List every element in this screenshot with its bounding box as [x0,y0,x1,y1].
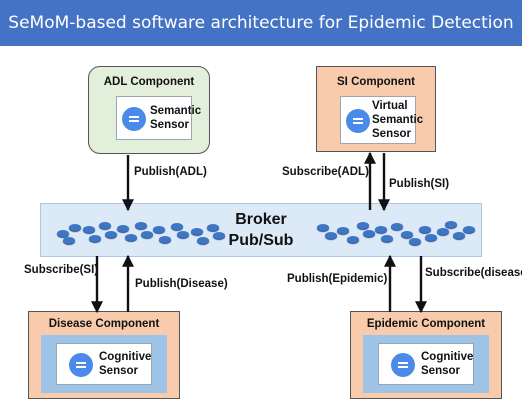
message-dot [57,230,69,237]
message-dot [419,226,431,233]
publish-si-label: Publish(SI) [389,178,450,190]
message-dot [409,238,421,245]
disease-cognitive-sensor: Cognitive Sensor [56,343,152,385]
message-dot [153,226,165,233]
si-virtual-semantic-sensor: Virtual Semantic Sensor [340,96,423,144]
publish-adl-label: Publish(ADL) [134,166,207,178]
adl-semantic-sensor: Semantic Sensor [116,96,201,140]
message-dot [317,224,329,231]
publish-disease-label: Publish(Disease) [135,278,228,290]
message-dot [437,228,449,235]
sensor-icon [391,353,415,377]
message-dot [337,227,349,234]
adl-component: ADL Component Semantic Sensor [88,66,210,154]
sensor-label-line: Sensor [99,365,138,377]
disease-inner-panel: Cognitive Sensor [41,335,167,393]
message-dot [99,222,111,229]
subscribe-adl-label: Subscribe(ADL) [282,166,369,178]
disease-component: Disease Component Cognitive Sensor [28,311,180,399]
si-component: SI Component Virtual Semantic Sensor [316,66,436,152]
message-dot [159,236,171,243]
sensor-label-line: Cognitive [421,351,474,363]
message-dot [63,237,75,244]
sensor-label-line: Virtual [372,100,408,112]
sensor-label-line: Cognitive [99,351,152,363]
broker-pubsub: Broker Pub/Sub [40,203,482,257]
message-dot [347,236,359,243]
pubsub-label: Pub/Sub [228,232,294,249]
message-dot [381,235,393,242]
sensor-label-line: Semantic [372,114,424,126]
message-dot [463,226,475,233]
epidemic-component: Epidemic Component Cognitive Sensor [350,311,502,399]
sensor-icon [122,107,146,131]
sensor-label-line: Semantic [150,105,202,117]
sensor-label-line: Sensor [150,119,189,131]
subscribe-disease-label: Subscribe(disease) [425,267,522,279]
message-dot [171,223,183,230]
sensor-icon [346,109,370,133]
message-dot [207,224,219,231]
message-dot [425,234,437,241]
publish-epidemic-label: Publish(Epidemic) [287,273,388,285]
message-dot [69,224,81,231]
subscribe-si-label: Subscribe(SI) [24,264,99,276]
message-dot [141,231,153,238]
message-dot [197,237,209,244]
message-dot [391,223,403,230]
message-dot [89,235,101,242]
message-dot [135,222,147,229]
message-dot [191,228,203,235]
epidemic-cognitive-sensor: Cognitive Sensor [378,343,474,385]
message-dot [357,222,369,229]
message-dot [453,232,465,239]
message-dot [105,231,117,238]
sensor-label-line: Sensor [372,128,411,140]
message-dot [445,221,457,228]
message-dot [117,225,129,232]
sensor-icon [69,353,93,377]
epidemic-inner-panel: Cognitive Sensor [363,335,489,393]
message-dot [401,231,413,238]
message-dot [375,226,387,233]
epidemic-component-title: Epidemic Component [366,318,486,330]
message-dot [363,230,375,237]
si-component-title: SI Component [337,76,415,88]
message-dot [83,226,95,233]
adl-component-title: ADL Component [103,76,195,88]
diagram-title: SeMoM-based software architecture for Ep… [0,0,522,46]
message-dot [177,231,189,238]
message-dot [213,232,225,239]
disease-component-title: Disease Component [48,318,160,330]
sensor-label-line: Sensor [421,365,460,377]
message-dot [125,234,137,241]
message-dot [325,232,337,239]
broker-label: Broker [235,211,287,228]
